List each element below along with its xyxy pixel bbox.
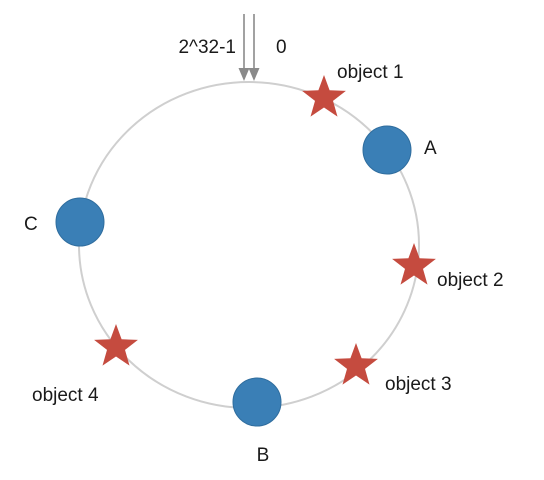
zero-hash-label: 0 [276,37,287,58]
ring-origin-arrows [238,14,260,81]
object-1-star [302,75,346,117]
object-3-star [334,343,378,385]
object-3-label: object 3 [385,374,452,395]
node-b-label: B [257,445,270,466]
arrow-left-head [238,68,250,81]
object-2-label: object 2 [437,270,504,291]
node-a-label: A [424,138,437,159]
object-4-label: object 4 [32,385,99,406]
object-4-star [94,324,138,366]
object-2-star [392,243,436,285]
node-c-label: C [24,214,38,235]
max-hash-label: 2^32-1 [178,37,236,58]
node-a-circle [362,125,412,175]
object-1-label: object 1 [337,62,404,83]
arrow-right-head [248,68,260,81]
node-b-circle [232,377,282,427]
node-c-circle [55,197,105,247]
